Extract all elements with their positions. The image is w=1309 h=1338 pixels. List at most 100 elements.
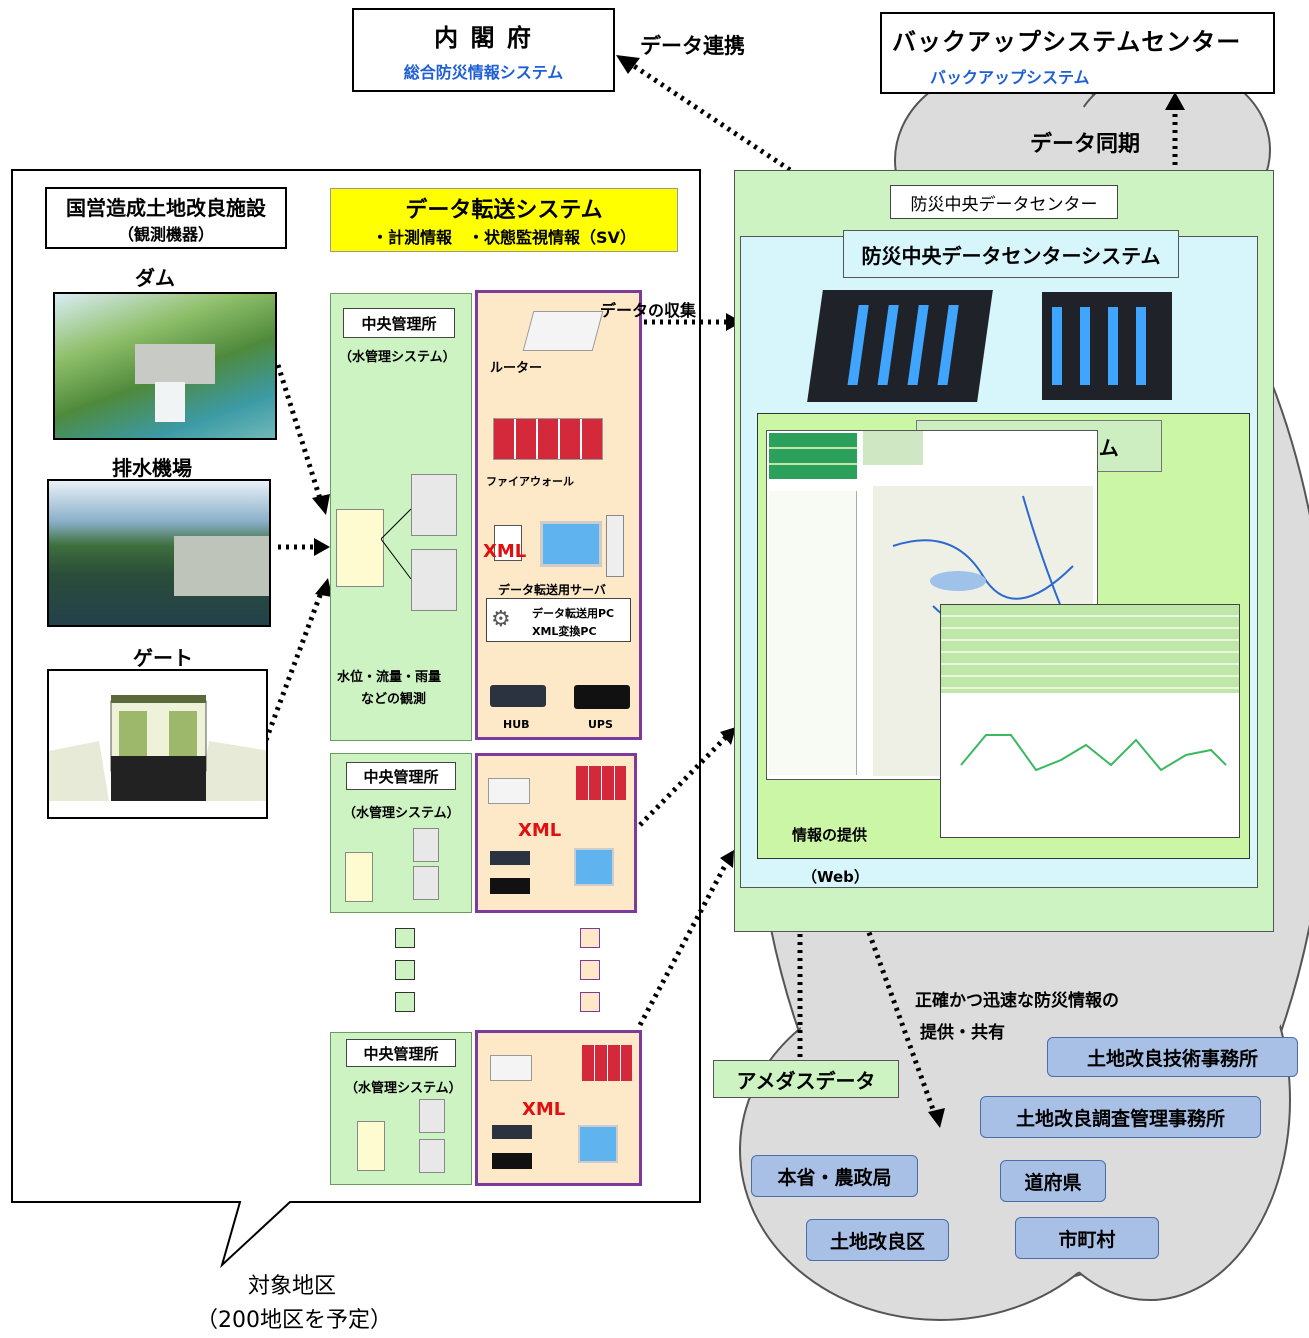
hub-icon — [492, 1125, 532, 1139]
backup-center-title: バックアップシステムセンター — [892, 28, 1242, 56]
ellipsis-square — [395, 992, 415, 1012]
observation-line-2: などの観測 — [361, 692, 427, 707]
recipient-land-district: 土地改良区 — [806, 1219, 949, 1261]
datacenter-label: 防災中央データセンター — [890, 185, 1118, 219]
hub-icon — [490, 851, 530, 865]
tree-menu — [769, 491, 857, 775]
pc-box: ⚙ データ転送用PC XML変換PC — [486, 598, 631, 642]
pc-label-2: XML変換PC — [532, 625, 597, 638]
arrow-data-link — [626, 59, 792, 173]
xml-label: XML — [522, 1099, 566, 1120]
gate-label: ゲート — [133, 646, 193, 670]
observation-line-1: 水位・流量・雨量 — [337, 670, 442, 685]
transfer-system-items: ・計測情報 ・状態監視情報（SV） — [372, 228, 636, 247]
equipment-panel-2: XML — [475, 753, 637, 913]
control-cabinet-icon — [357, 1121, 385, 1171]
gate-illustration — [47, 669, 268, 819]
facilities-title: 国営造成土地改良施設 — [66, 195, 266, 220]
ellipsis-square — [580, 960, 600, 980]
ups-icon — [574, 685, 630, 709]
office-title: 中央管理所 — [346, 1039, 456, 1067]
server-icon — [411, 474, 457, 536]
backup-center-box: バックアップシステムセンター バックアップシステム — [880, 12, 1275, 94]
target-area-label: 対象地区 — [248, 1274, 337, 1299]
data-sync-label: データ同期 — [1030, 132, 1141, 157]
office-title: 中央管理所 — [343, 308, 455, 338]
ellipsis-square — [580, 928, 600, 948]
facilities-subtitle: （観測機器） — [117, 224, 214, 244]
dam-photo — [53, 292, 277, 440]
data-collect-label: データの収集 — [600, 301, 697, 320]
server-icon — [419, 1099, 445, 1133]
server-icon — [413, 828, 439, 862]
document-icon — [494, 525, 522, 561]
firewall-icon — [582, 1045, 632, 1081]
office-subtitle: （水管理システム） — [345, 1081, 462, 1096]
drainage-photo — [47, 479, 271, 627]
server-label: データ転送用サーバ — [498, 583, 606, 597]
recipient-ministry: 本省・農政局 — [751, 1155, 918, 1197]
server-icon — [419, 1139, 445, 1173]
hub-label: HUB — [503, 718, 530, 731]
server-icon — [413, 866, 439, 900]
office-title: 中央管理所 — [346, 762, 456, 790]
recipient-land-tech-office: 土地改良技術事務所 — [1047, 1037, 1298, 1077]
datacenter-system-title: 防災中央データセンターシステム — [843, 230, 1179, 278]
transfer-system-box: データ転送システム ・計測情報 ・状態監視情報（SV） — [330, 188, 678, 252]
data-link-label: データ連携 — [640, 34, 745, 58]
map-header-tab — [863, 431, 923, 465]
server-icon — [411, 549, 457, 611]
cabinet-office-system: 総合防災情報システム — [403, 62, 564, 82]
drainage-label: 排水機場 — [112, 456, 192, 480]
xml-label: XML — [483, 541, 527, 562]
recipient-prefecture: 道府県 — [1000, 1160, 1106, 1202]
pc-icon — [578, 1125, 618, 1163]
web-screenshot-graph — [940, 604, 1240, 838]
cabinet-office-box: 内 閣 府 総合防災情報システム — [352, 8, 615, 92]
firewall-icon — [576, 766, 626, 800]
recipient-municipality: 市町村 — [1015, 1217, 1159, 1259]
router-icon — [522, 311, 604, 351]
hub-icon — [490, 685, 546, 707]
router-icon — [490, 1055, 532, 1081]
site-logo — [769, 433, 857, 479]
firewall-icon — [493, 418, 603, 460]
ups-label: UPS — [588, 718, 613, 731]
pc-tower-icon — [606, 515, 624, 577]
backup-center-system: バックアップシステム — [930, 68, 1090, 87]
graph-line-chart — [960, 734, 1227, 772]
office-subtitle: （水管理システム） — [343, 806, 460, 821]
target-area-note: （200地区を予定） — [196, 1308, 392, 1333]
control-cabinet-icon — [336, 509, 384, 587]
web-label: （Web） — [802, 868, 869, 886]
pc-icon — [574, 848, 614, 886]
server-rack-icon — [807, 290, 993, 402]
cabinet-office-title: 内 閣 府 — [434, 23, 533, 52]
equipment-panel-1: ルーター ファイアウォール XML データ転送用サーバ ⚙ データ転送用PC X… — [475, 290, 642, 740]
control-cabinet-icon — [345, 852, 373, 902]
router-label: ルーター — [490, 361, 543, 376]
xml-label: XML — [518, 820, 562, 841]
sharing-line-2: 提供・共有 — [920, 1023, 1005, 1043]
firewall-label: ファイアウォール — [486, 475, 574, 488]
ups-icon — [492, 1153, 532, 1169]
graph-table — [941, 605, 1239, 693]
amedas-data-box: アメダスデータ — [713, 1060, 899, 1098]
sharing-line-1: 正確かつ迅速な防災情報の — [915, 991, 1119, 1011]
gear-icon: ⚙ — [491, 607, 511, 632]
recipient-land-survey-office: 土地改良調査管理事務所 — [980, 1096, 1261, 1138]
central-office-panel-3: 中央管理所 （水管理システム） — [330, 1032, 472, 1185]
central-office-panel-2: 中央管理所 （水管理システム） — [330, 753, 472, 913]
ellipsis-square — [580, 992, 600, 1012]
pc-label-1: データ転送用PC — [532, 607, 615, 620]
equipment-panel-3: XML — [475, 1030, 642, 1186]
central-office-panel-1: 中央管理所 （水管理システム） 水位・流量・雨量 などの観測 — [330, 293, 472, 741]
ups-icon — [490, 878, 530, 894]
ellipsis-square — [395, 928, 415, 948]
dam-label: ダム — [135, 266, 175, 290]
facilities-title-box: 国営造成土地改良施設 （観測機器） — [45, 187, 287, 249]
ellipsis-square — [395, 960, 415, 980]
server-rack-icon — [1042, 292, 1172, 400]
pc-icon — [540, 521, 602, 567]
transfer-system-title: データ転送システム — [405, 198, 603, 223]
